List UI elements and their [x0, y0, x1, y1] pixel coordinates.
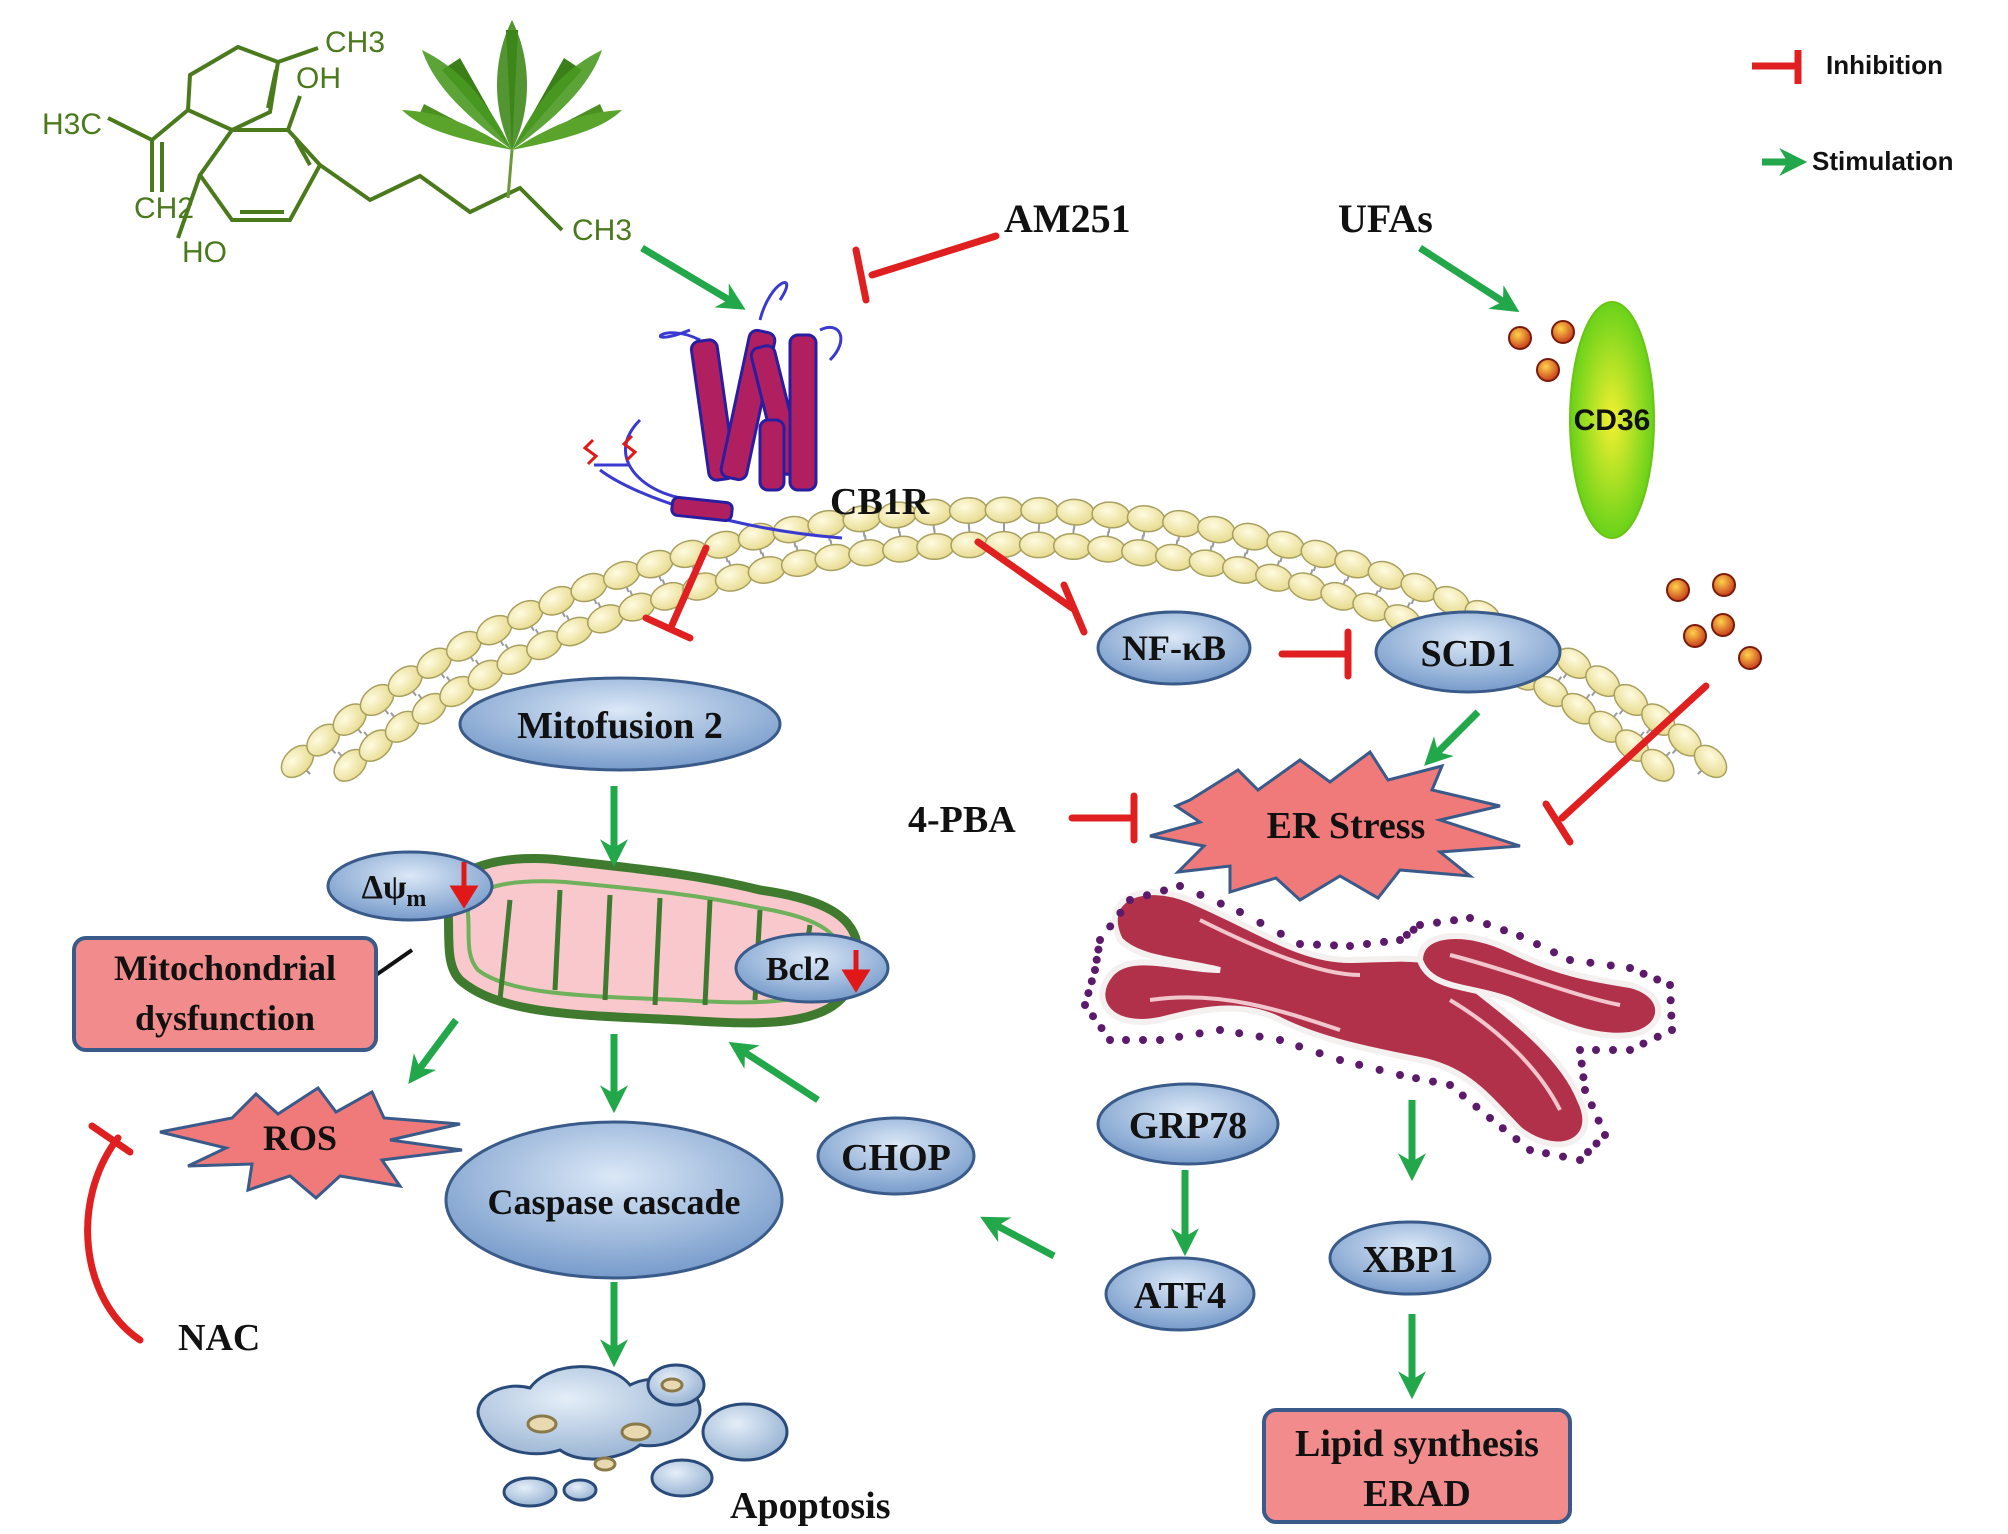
edge-scd1-to-er-stress [1424, 709, 1481, 766]
dysfunction-connector [374, 948, 414, 977]
atom-ch3-top: CH3 [325, 26, 385, 59]
inhibition-edges [84, 232, 1710, 1344]
edge-cbd-to-cb1r [640, 244, 746, 310]
atom-ch2: CH2 [134, 192, 194, 225]
node-bcl2: Bcl2 [734, 932, 890, 1004]
delta-psi-label: Δψm [362, 869, 427, 912]
grp78-label: GRP78 [1129, 1105, 1247, 1147]
edge-cb1r-inhibits-nfkb [974, 538, 1088, 636]
atf4-label: ATF4 [1134, 1275, 1226, 1317]
mitofusion-label: Mitofusion 2 [517, 705, 723, 747]
node-nfkb: NF-κB [1096, 610, 1252, 686]
xbp1-label: XBP1 [1363, 1239, 1458, 1281]
edge-mito-to-ros [408, 1017, 459, 1084]
nac-label: NAC [178, 1317, 260, 1359]
decrease-arrow-icon [449, 862, 479, 909]
bcl2-label: Bcl2 [766, 951, 830, 988]
legend-inhibition: Inhibition [1752, 50, 1943, 84]
node-chop: CHOP [816, 1116, 976, 1196]
caspase-label: Caspase cascade [488, 1182, 741, 1222]
legend-inhibition-label: Inhibition [1826, 50, 1943, 80]
edge-atf4-to-chop [980, 1216, 1056, 1260]
node-grp78: GRP78 [1096, 1082, 1280, 1166]
node-delta-psi: Δψm [326, 850, 494, 922]
apoptosis-label: Apoptosis [730, 1485, 891, 1527]
node-caspase: Caspase cascade [444, 1120, 784, 1280]
node-ros: ROS [159, 1085, 463, 1200]
legend: Inhibition Stimulation [1752, 50, 1954, 176]
node-atf4: ATF4 [1104, 1256, 1256, 1332]
node-lipid-synthesis: Lipid synthesis ERAD [1262, 1408, 1572, 1524]
edge-chop-to-mito [728, 1041, 820, 1103]
node-mitofusion: Mitofusion 2 [458, 676, 782, 772]
er-stress-label: ER Stress [1267, 805, 1426, 847]
cd36-label: CD36 [1574, 404, 1651, 437]
legend-stimulation-label: Stimulation [1812, 146, 1954, 176]
cb1r-label: CB1R [830, 481, 930, 523]
apoptotic-bodies-icon [476, 1363, 789, 1508]
lipid-line1: Lipid synthesis [1295, 1423, 1539, 1465]
fatty-acid-particles [1508, 320, 1762, 670]
ros-label: ROS [263, 1118, 337, 1158]
scd1-label: SCD1 [1420, 633, 1515, 675]
stimulation-edges [408, 244, 1520, 1400]
atom-oh: OH [296, 62, 341, 95]
edge-pba-inhibits-er-stress [1068, 792, 1138, 844]
cd36-transporter: CD36 [1569, 301, 1655, 539]
ufas-label: UFAs [1338, 196, 1433, 241]
node-xbp1: XBP1 [1328, 1220, 1492, 1296]
node-mito-dysfunction: Mitochondrial dysfunction [72, 936, 378, 1052]
decrease-arrow-icon [841, 950, 871, 993]
edge-am251-inhibits-cb1r [852, 232, 1000, 304]
edge-ufas-to-cd36 [1418, 245, 1520, 313]
edge-ufa-inhibits-er-stress [1542, 682, 1710, 846]
mito-dysfunction-line1: Mitochondrial [114, 948, 336, 988]
molecule-atom-labels: CH3 OH H3C CH2 HO CH3 [42, 26, 632, 269]
node-er-stress: ER Stress [1149, 749, 1521, 902]
edge-nfkb-inhibits-scd1 [1278, 628, 1352, 680]
nfkb-label: NF-κB [1122, 628, 1226, 668]
node-scd1: SCD1 [1374, 610, 1562, 694]
pba-label: 4-PBA [908, 799, 1016, 841]
lipid-line2: ERAD [1363, 1473, 1471, 1515]
am251-label: AM251 [1004, 196, 1131, 241]
edge-cb1r-inhibits-mitofusion [642, 544, 710, 642]
atom-h3c: H3C [42, 108, 102, 141]
cb1r-receptor [582, 281, 843, 540]
endoplasmic-reticulum [1081, 882, 1676, 1164]
chop-label: CHOP [841, 1137, 951, 1179]
cannabinoid-molecule [107, 44, 564, 239]
atom-ch3-tail: CH3 [572, 214, 632, 247]
edge-nac-inhibits-ros [84, 1122, 144, 1344]
mito-dysfunction-line2: dysfunction [135, 998, 315, 1038]
atom-ho: HO [182, 236, 227, 269]
legend-stimulation: Stimulation [1762, 146, 1954, 176]
cannabis-leaf-icon [402, 20, 622, 199]
